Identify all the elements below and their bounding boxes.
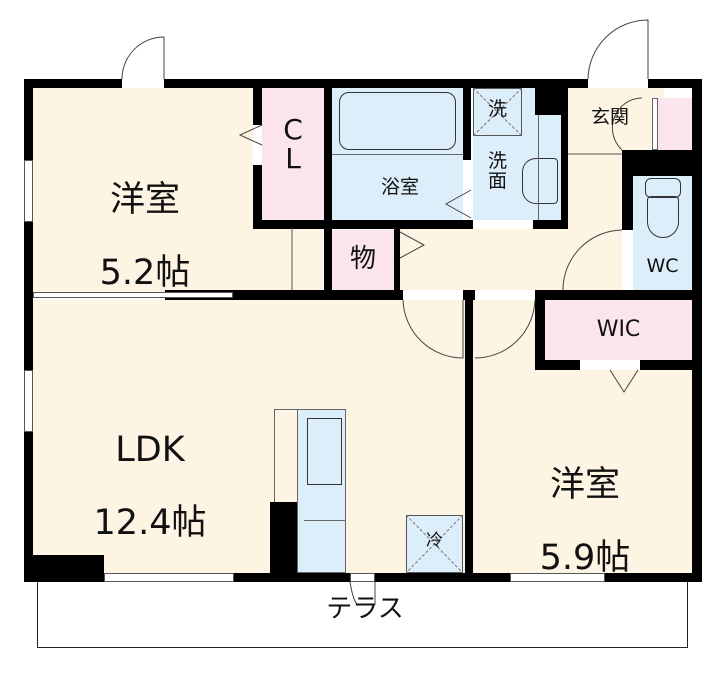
- terrace-label: テラス: [326, 594, 404, 624]
- window-left-ldk[interactable]: [24, 370, 33, 432]
- ldk-door-gap: [403, 290, 463, 300]
- wic-wall-left: [535, 290, 545, 370]
- western-room-2-label: 洋室 5.9帖: [510, 430, 660, 577]
- kitchen-stove-divider: [304, 520, 346, 521]
- pillar-bottom-left: [24, 555, 104, 582]
- outer-wall-left: [24, 79, 33, 582]
- shoe-box-door: [652, 98, 658, 150]
- wash-counter-line: [538, 115, 539, 220]
- bathroom-label: 浴室: [380, 176, 419, 198]
- western-room-1-floor: [33, 88, 253, 293]
- entrance-label: 玄関: [590, 106, 629, 128]
- top-door-opening-left: [122, 79, 164, 88]
- wall-ldk-room2: [465, 290, 473, 582]
- window-left-room1[interactable]: [24, 160, 33, 222]
- room-name: LDK: [115, 429, 185, 470]
- room-size: 12.4帖: [93, 503, 207, 544]
- window-bottom-room2[interactable]: [510, 573, 605, 582]
- room2-door-gap: [475, 290, 535, 300]
- wall-closet-bottom: [253, 220, 403, 229]
- entrance-door-opening: [588, 79, 648, 88]
- washroom-label: 洗 面: [487, 150, 507, 192]
- wall-closet-bath: [324, 88, 332, 293]
- hallway-floor: [400, 220, 622, 290]
- hall-left-floor: [253, 228, 323, 293]
- toilet-bowl[interactable]: [647, 196, 679, 238]
- storage-label: 物: [349, 244, 376, 274]
- western-room-1-label: 洋室 5.2帖: [70, 145, 220, 292]
- wall-storage-right: [394, 228, 400, 298]
- ldk-floor: [33, 300, 465, 573]
- closet-floor: [262, 88, 324, 220]
- wall-bath-wash: [463, 88, 471, 220]
- bathtub-edge: [332, 154, 463, 155]
- wash-door-gap: [473, 220, 533, 229]
- sliding-door-room1-ldk[interactable]: [33, 292, 233, 298]
- wall-wash-notch: [535, 88, 561, 115]
- refrigerator-label: 冷: [426, 531, 443, 551]
- closet-door-gap: [253, 125, 262, 165]
- room-size: 5.9帖: [539, 538, 631, 579]
- wic-door-gap: [580, 360, 640, 370]
- bathtub: [339, 92, 456, 150]
- wall-wash-hall: [561, 88, 568, 229]
- washer-label: 洗: [487, 98, 507, 120]
- room-name: 洋室: [549, 464, 620, 505]
- outer-wall-top: [24, 79, 702, 88]
- wic-label: WIC: [596, 317, 641, 342]
- wash-basin[interactable]: [522, 158, 558, 204]
- room-name: 洋室: [109, 179, 180, 220]
- kitchen-sink-counter: [297, 409, 346, 573]
- washer-pan: [473, 88, 522, 136]
- closet-label: C L: [283, 113, 303, 176]
- wic-floor-top: [545, 300, 692, 360]
- toilet-label: WC: [646, 255, 679, 277]
- ldk-label: LDK 12.4帖: [70, 395, 230, 542]
- kitchen-sink[interactable]: [307, 418, 342, 485]
- room-size: 5.2帖: [99, 253, 191, 294]
- window-bottom-ldk[interactable]: [104, 573, 234, 582]
- bath-door-gap: [463, 160, 471, 220]
- outer-wall-right: [692, 79, 702, 582]
- kitchen-pillar: [270, 502, 297, 573]
- storage-floor: [332, 230, 394, 290]
- toilet-door-gap: [622, 230, 633, 290]
- terrace-area: [37, 580, 688, 648]
- terrace-door-opening[interactable]: [350, 573, 375, 582]
- shoe-box: [658, 98, 692, 150]
- wall-toilet-left: [622, 150, 633, 290]
- wall-toilet-block: [622, 150, 692, 176]
